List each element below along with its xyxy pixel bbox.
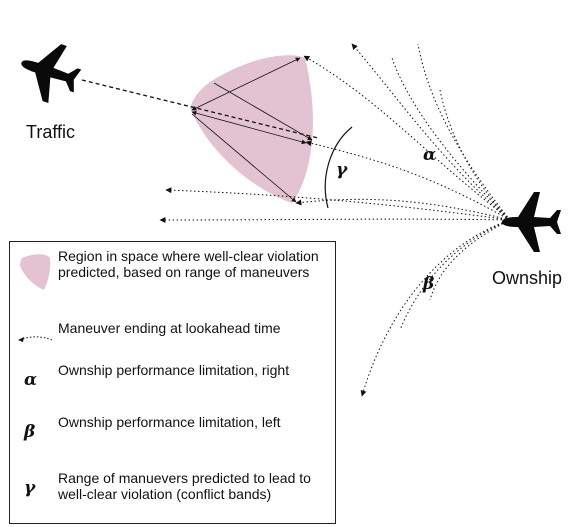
ownship-label: Ownship [492, 268, 563, 288]
legend-box: Region in space where well-clear violati… [9, 241, 336, 524]
legend-gamma-symbol: γ [24, 478, 36, 498]
legend-maneuver-text: Maneuver ending at lookahead time [58, 320, 281, 336]
region-arrow-3 [213, 82, 313, 141]
traffic-airplane-icon [21, 44, 82, 104]
gamma-arc [324, 126, 353, 209]
ownship-airplane-icon [502, 192, 561, 252]
region-arrow-2 [191, 110, 307, 145]
conflict-region [190, 55, 313, 203]
legend-alpha-symbol: α [24, 370, 38, 390]
maneuver-line [159, 216, 511, 223]
maneuver-line [429, 219, 511, 301]
beta-label: β [423, 274, 435, 294]
region-arrow-1 [191, 57, 301, 111]
alpha-label: α [423, 145, 437, 165]
maneuver-line [303, 55, 511, 221]
legend-gamma-text: Range of manuevers predicted to lead to … [58, 470, 311, 502]
maneuver-line [399, 219, 511, 331]
gamma-label: γ [336, 160, 348, 180]
legend-beta-symbol: β [24, 422, 36, 442]
region-arrow-4 [191, 113, 297, 203]
maneuver-line [305, 140, 511, 221]
traffic-label: Traffic [26, 122, 76, 142]
maneuver-line [295, 198, 511, 221]
maneuver-line [351, 43, 511, 221]
region-swatch [20, 254, 51, 290]
legend-beta-text: Ownship performance limitation, left [58, 414, 281, 430]
maneuver-lines [159, 43, 511, 397]
maneuver-swatch [18, 336, 53, 342]
legend-alpha-text: Ownship performance limitation, right [58, 362, 290, 378]
maneuver-line [360, 219, 511, 397]
maneuver-line [165, 187, 511, 221]
maneuver-line [417, 43, 511, 221]
legend-region-text: Region in space where well-clear violati… [58, 248, 319, 280]
maneuver-line [391, 57, 511, 221]
